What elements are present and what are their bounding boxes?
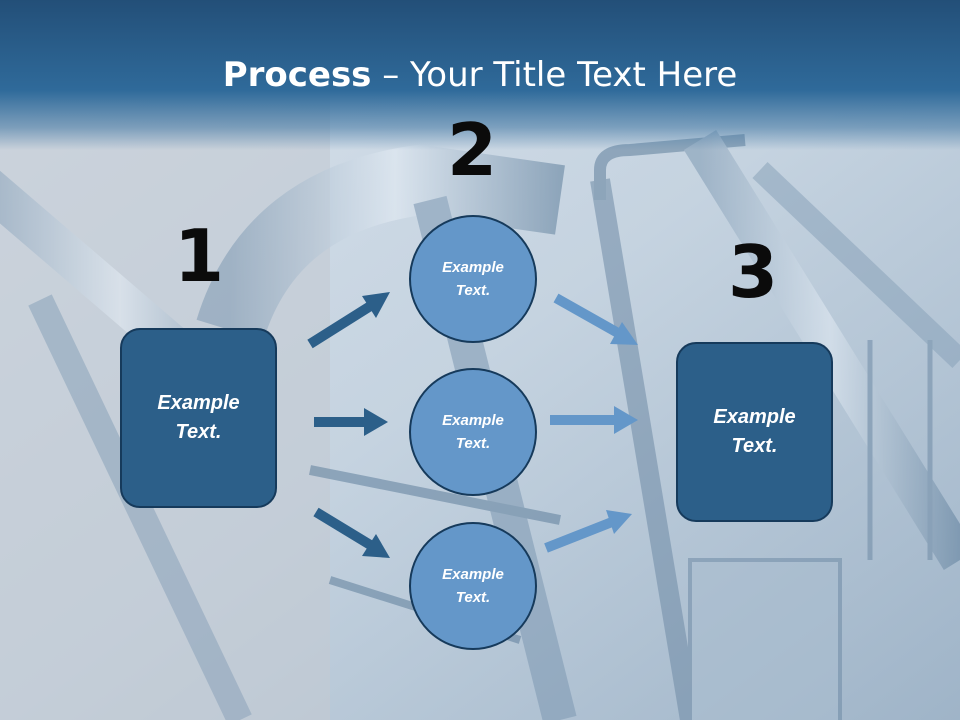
arrow-2-to-3-top	[553, 293, 638, 345]
title-bar	[0, 0, 960, 150]
step-number-3: 3	[727, 230, 779, 314]
step-1-text-line1: Example	[157, 392, 240, 414]
circle-middle-text-line1: Example	[442, 412, 504, 429]
step-number-2: 2	[446, 108, 498, 192]
circle-top-text-line1: Example	[442, 259, 504, 276]
step-1-text-line2: Text.	[175, 421, 222, 443]
step-2-circle-top[interactable]: Example Text.	[409, 215, 537, 343]
arrow-2-to-3-middle	[550, 406, 638, 434]
step-3-text-line2: Text.	[731, 435, 778, 457]
circle-middle-text-line2: Text.	[455, 435, 491, 452]
arrow-1-to-2-middle	[314, 408, 388, 436]
step-3-text-line1: Example	[713, 406, 796, 428]
title-rest: – Your Title Text Here	[371, 55, 738, 95]
arrow-2-to-3-bottom	[544, 510, 632, 553]
title-bold: Process	[222, 55, 372, 95]
slide-title: Process – Your Title Text Here	[0, 52, 960, 98]
circle-bottom-text-line2: Text.	[455, 589, 491, 606]
circle-bottom-text-line1: Example	[442, 566, 504, 583]
circle-top-text-line2: Text.	[455, 282, 491, 299]
step-1-box[interactable]: Example Text.	[120, 328, 277, 508]
step-2-circle-bottom[interactable]: Example Text.	[409, 522, 537, 650]
step-2-circle-middle[interactable]: Example Text.	[409, 368, 537, 496]
arrow-1-to-2-bottom	[313, 507, 390, 558]
step-3-box[interactable]: Example Text.	[676, 342, 833, 522]
step-number-1: 1	[173, 214, 225, 298]
arrow-1-to-2-top	[307, 292, 390, 349]
